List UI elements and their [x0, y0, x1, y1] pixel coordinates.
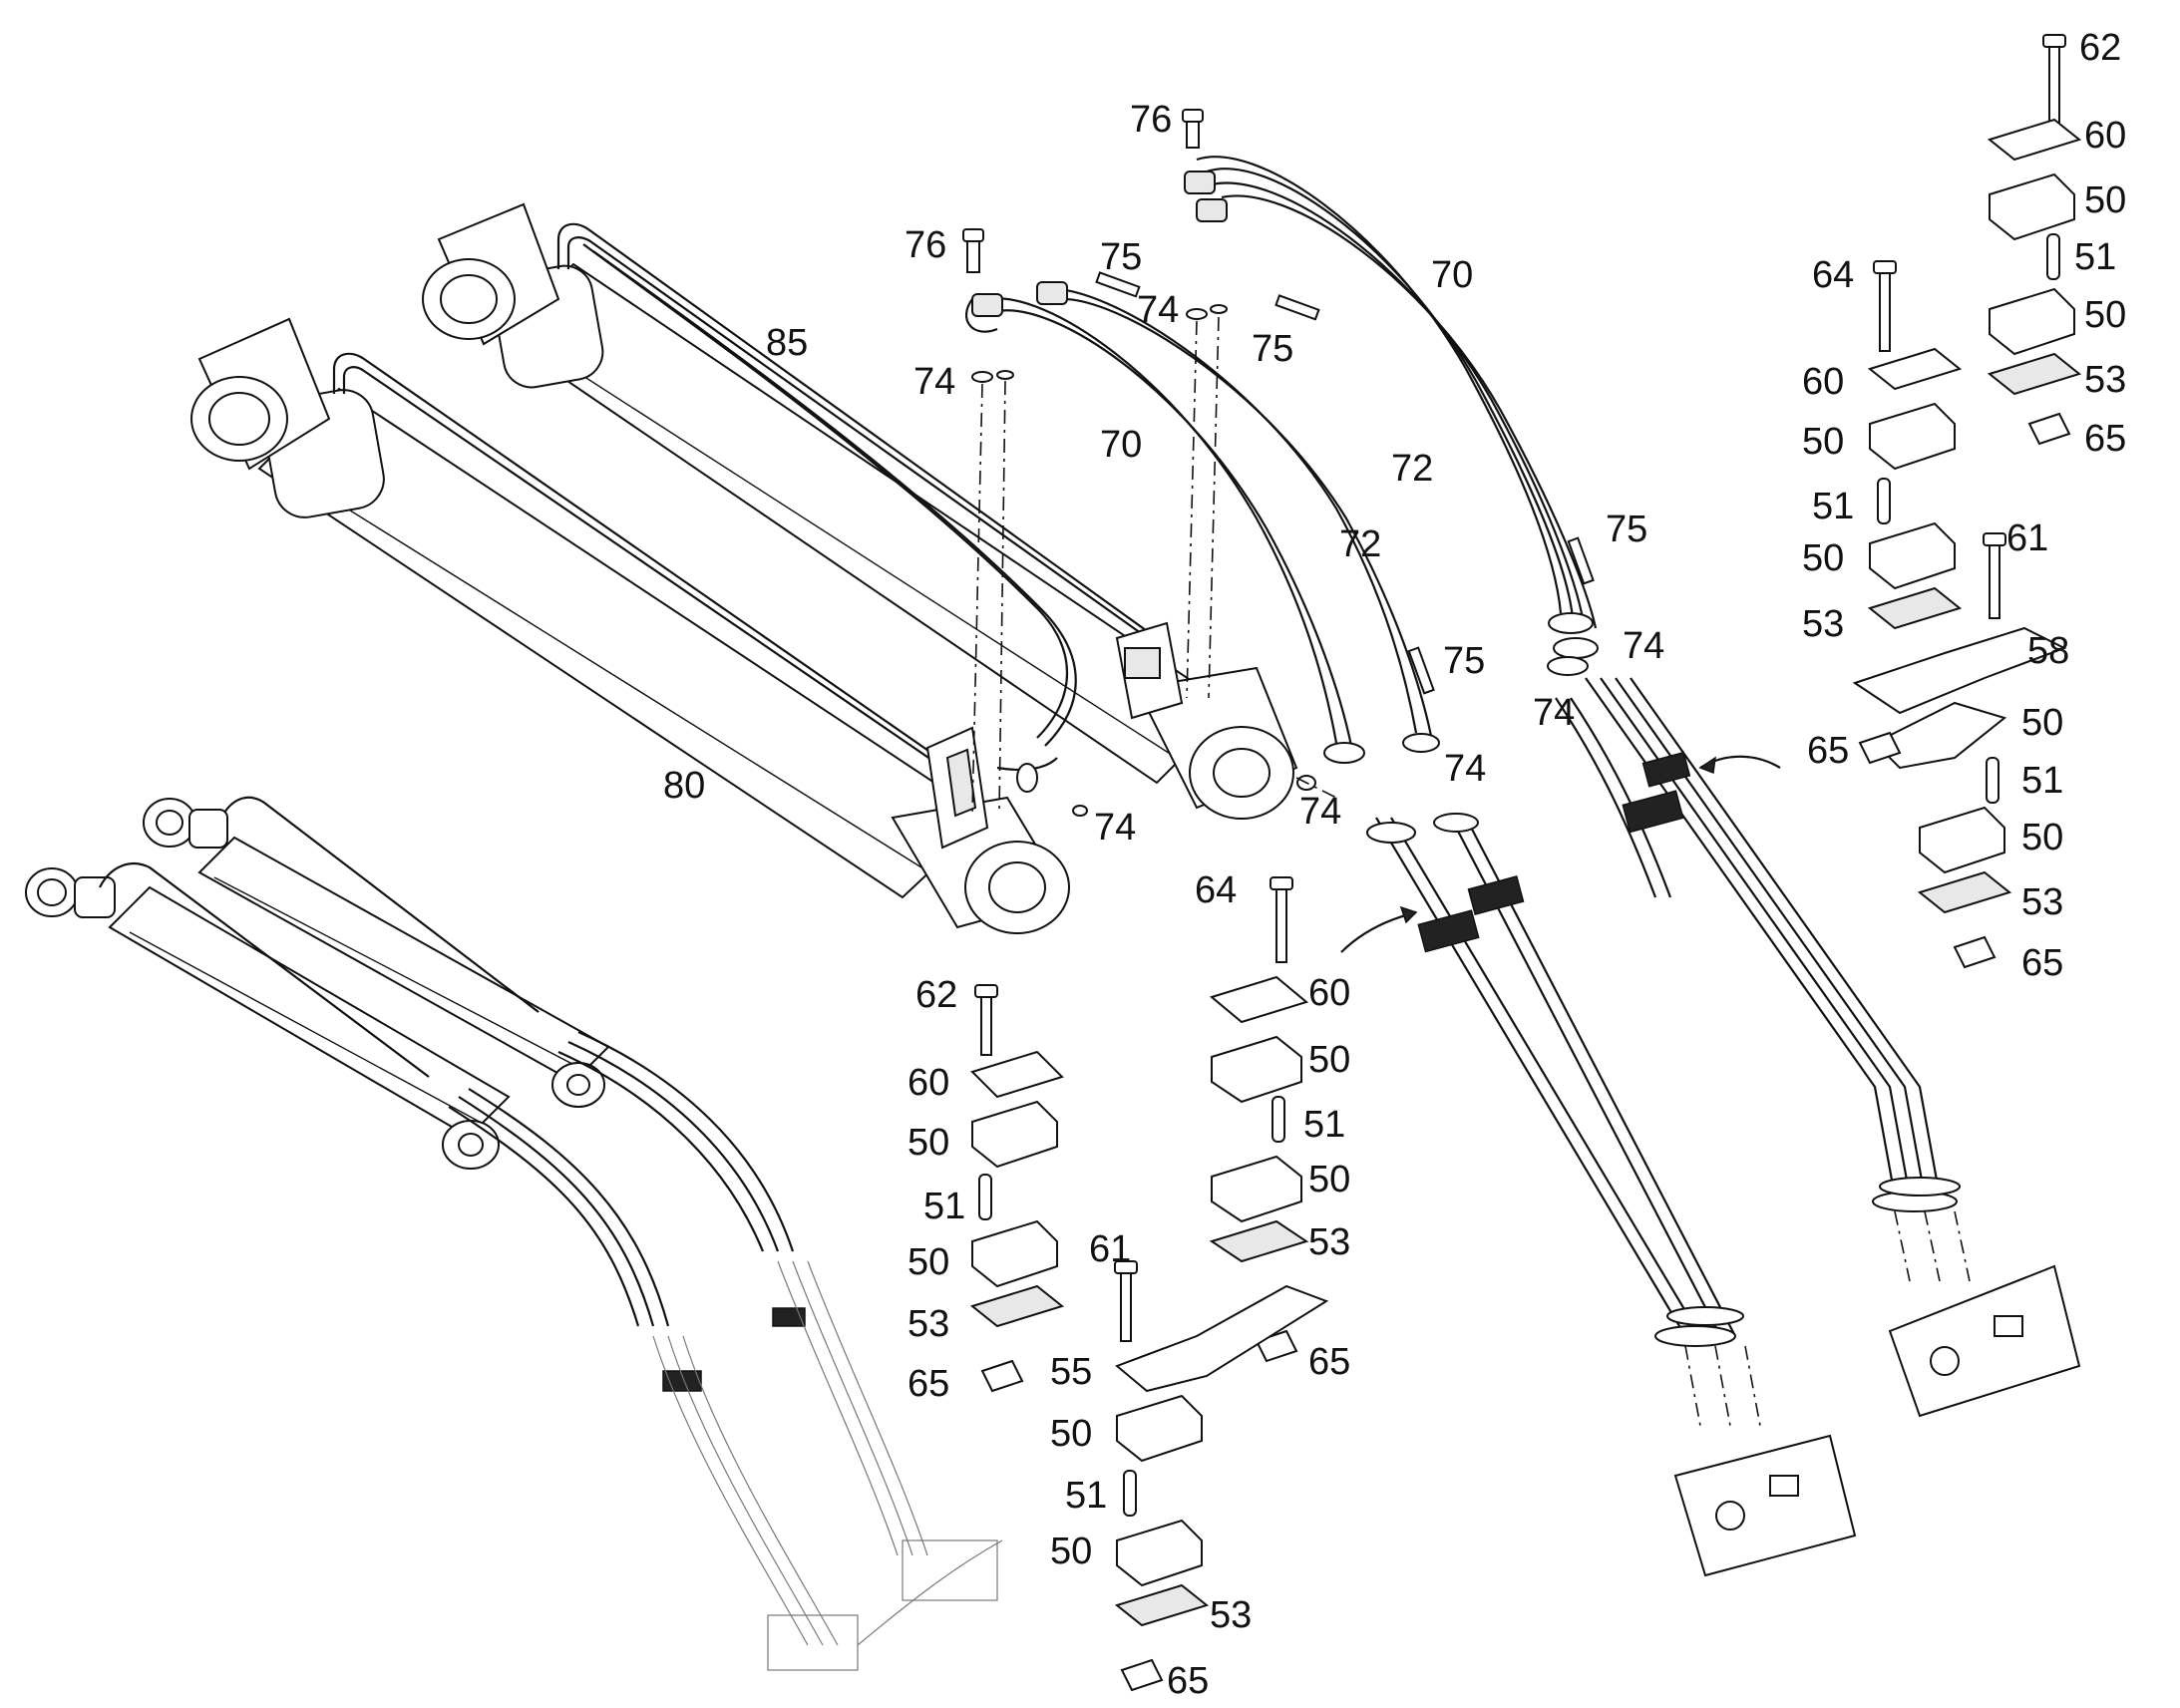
label-60-right-a: 60 — [2084, 115, 2126, 157]
label-50-right-a: 50 — [2084, 179, 2126, 221]
label-64-mid: 64 — [1195, 869, 1237, 911]
label-74-f: 74 — [1533, 692, 1575, 734]
label-53-mid-b: 53 — [1210, 1594, 1252, 1636]
label-74-b: 74 — [1137, 289, 1179, 331]
label-85: 85 — [766, 322, 808, 364]
label-51-mid-b: 51 — [1065, 1475, 1107, 1517]
label-75-mid: 75 — [1443, 640, 1485, 682]
overview-cylinder-assembly — [25, 796, 1003, 1671]
label-51-left: 51 — [923, 1186, 965, 1227]
part-labels: 80 85 76 76 75 75 75 75 74 74 74 74 74 7… — [663, 27, 2126, 1702]
label-50-left-a: 50 — [908, 1122, 949, 1164]
label-76-left: 76 — [905, 224, 946, 266]
label-65-mid-a: 65 — [1308, 1341, 1350, 1383]
label-65-mid-b: 65 — [1167, 1660, 1209, 1702]
label-74-d: 74 — [1299, 791, 1341, 833]
label-62-right: 62 — [2079, 27, 2121, 69]
label-72-right: 72 — [1391, 448, 1433, 490]
label-50-mid-c: 50 — [1050, 1413, 1092, 1455]
label-51-right-b: 51 — [1812, 486, 1854, 527]
label-50-left-b: 50 — [908, 1241, 949, 1283]
label-50-mid-b: 50 — [1308, 1159, 1350, 1200]
label-80: 80 — [663, 765, 705, 807]
label-50-right-d: 50 — [1802, 537, 1844, 579]
label-51-mid-a: 51 — [1303, 1104, 1345, 1146]
clamp-stack-right-top — [1987, 34, 2082, 446]
label-74-g: 74 — [1623, 625, 1664, 667]
label-53-right-a: 53 — [2084, 359, 2126, 401]
label-74-e: 74 — [1444, 748, 1486, 790]
label-62-left: 62 — [915, 974, 957, 1016]
hose-run-to-valve-right — [1585, 677, 2081, 1418]
hose-run-to-valve-middle — [1366, 697, 1857, 1577]
label-65-right-b: 65 — [1807, 730, 1849, 772]
clamp-stack-right-low — [1852, 532, 2067, 969]
label-65-right-a: 65 — [2084, 418, 2126, 460]
label-51-right-a: 51 — [2074, 236, 2116, 278]
clamp-stack-middle-upper — [1209, 876, 1309, 1363]
label-74-c: 74 — [1094, 807, 1136, 849]
label-50-mid-a: 50 — [1308, 1039, 1350, 1081]
label-75-top-right: 75 — [1252, 328, 1293, 370]
clamp-stack-left — [969, 984, 1065, 1393]
label-74-a: 74 — [913, 361, 955, 403]
label-61-right: 61 — [2006, 517, 2048, 559]
label-61-mid: 61 — [1089, 1228, 1131, 1270]
screw-76-right — [1182, 109, 1204, 149]
label-76-right: 76 — [1130, 99, 1172, 141]
screw-76-left — [962, 228, 998, 333]
label-75-top-left: 75 — [1100, 236, 1142, 278]
label-64-right: 64 — [1812, 254, 1854, 296]
label-65-right-c: 65 — [2021, 942, 2063, 984]
label-53-mid-a: 53 — [1308, 1221, 1350, 1263]
clamp-stack-middle-lower — [1114, 1260, 1329, 1692]
label-60-mid: 60 — [1308, 972, 1350, 1014]
cylinder-85 — [422, 202, 1298, 820]
label-50-right-e: 50 — [2021, 702, 2063, 744]
clamp-stack-right-mid — [1867, 260, 1963, 630]
label-75-right: 75 — [1606, 509, 1647, 550]
label-53-left: 53 — [908, 1303, 949, 1345]
label-51-right-c: 51 — [2021, 760, 2063, 802]
cylinder-80 — [190, 317, 1070, 934]
label-50-mid-d: 50 — [1050, 1531, 1092, 1572]
overview-cylinder-1 — [25, 862, 511, 1170]
label-53-right-c: 53 — [2021, 881, 2063, 923]
hose-group-middle — [971, 281, 1440, 791]
label-50-right-f: 50 — [2021, 817, 2063, 858]
label-65-left: 65 — [908, 1363, 949, 1405]
label-72-left: 72 — [1339, 523, 1381, 565]
label-55-mid: 55 — [1050, 1351, 1092, 1393]
label-58-right: 58 — [2027, 630, 2069, 672]
label-50-right-b: 50 — [2084, 294, 2126, 336]
label-53-right-b: 53 — [1802, 603, 1844, 645]
label-60-left: 60 — [908, 1062, 949, 1104]
label-70-right: 70 — [1431, 254, 1473, 296]
hose-group-upper — [1184, 156, 1599, 676]
label-70-left: 70 — [1100, 424, 1142, 466]
label-50-right-c: 50 — [1802, 421, 1844, 463]
label-60-right-b: 60 — [1802, 361, 1844, 403]
overview-cylinder-2 — [143, 796, 610, 1108]
